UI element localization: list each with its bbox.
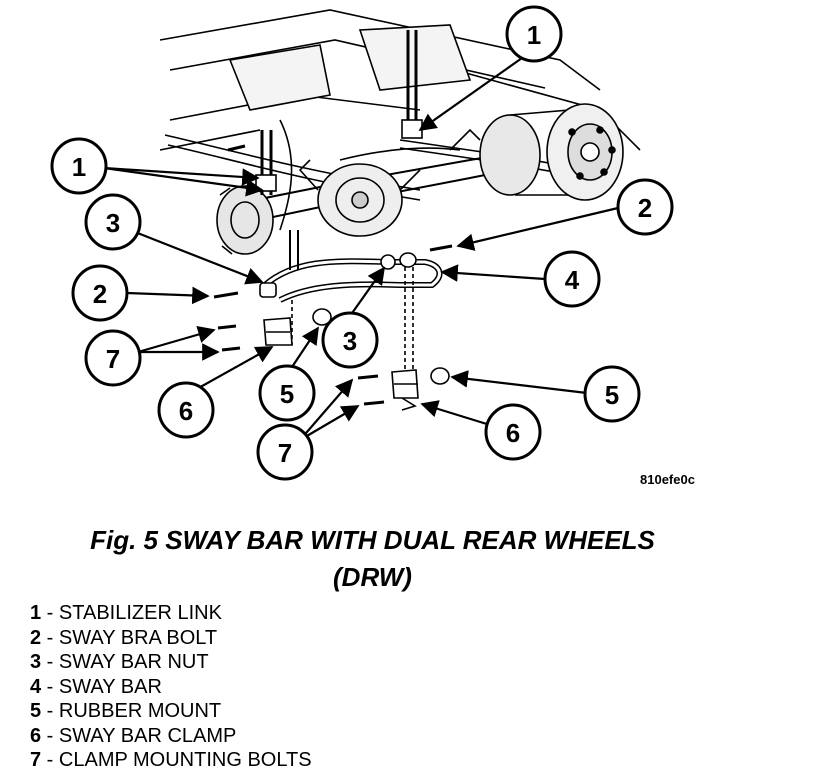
parts-legend: 1 - STABILIZER LINK 2 - SWAY BRA BOLT 3 … [30, 601, 312, 773]
leader-2-right [456, 206, 619, 251]
callout-2-left: 2 [71, 264, 129, 322]
leader-4 [440, 264, 546, 282]
callout-6-right: 6 [484, 403, 542, 461]
callout-3-center: 3 [321, 311, 379, 369]
legend-item: 5 - RUBBER MOUNT [30, 700, 222, 722]
legend-item: 2 - SWAY BRA BOLT [30, 626, 218, 649]
callout-5-right: 5 [583, 365, 641, 423]
leader-7-right-a [299, 378, 354, 441]
leader-5-right [450, 370, 588, 395]
leader-1-top [418, 57, 523, 132]
figure-caption: Fig. 5 SWAY BAR WITH DUAL REAR WHEELS [90, 525, 655, 555]
legend-item: 7 - CLAMP MOUNTING BOLTS [30, 749, 312, 771]
legend-item: 3 - SWAY BAR NUT [30, 651, 209, 673]
svg-text:6: 6 [506, 418, 520, 448]
leader-2-left [125, 286, 210, 305]
callout-1-left: 1 [50, 137, 108, 195]
callout-7-bottom: 7 [256, 423, 314, 481]
svg-text:5: 5 [280, 379, 294, 409]
leader-6-left [194, 346, 274, 391]
callout-1-top: 1 [505, 5, 563, 63]
svg-text:1: 1 [527, 20, 541, 50]
leader-3-left [134, 230, 264, 285]
svg-text:2: 2 [638, 193, 652, 223]
leader-5-left [289, 326, 319, 371]
figure-caption-subtitle: (DRW) [333, 562, 412, 592]
svg-text:3: 3 [106, 208, 120, 238]
leader-3-center [349, 266, 386, 317]
figure-code: 810efe0c [640, 472, 695, 487]
svg-text:1: 1 [72, 152, 86, 182]
leader-7-left-a [137, 325, 216, 354]
leader-6-right [420, 400, 491, 427]
callout-7-left: 7 [84, 329, 142, 387]
svg-text:6: 6 [179, 396, 193, 426]
callout-2-right: 2 [616, 178, 674, 236]
leader-1-left-b [103, 166, 264, 197]
svg-text:7: 7 [106, 344, 120, 374]
svg-text:5: 5 [605, 380, 619, 410]
legend-item: 6 - SWAY BAR CLAMP [30, 724, 237, 747]
svg-text:7: 7 [278, 438, 292, 468]
leader-7-right-b [299, 405, 360, 441]
leader-1-left-a [103, 166, 260, 186]
callout-5-left: 5 [258, 364, 316, 422]
legend-item: 1 - STABILIZER LINK [30, 602, 222, 624]
callout-6-left: 6 [157, 381, 215, 439]
vehicle-underbody-illustration [159, 9, 641, 411]
svg-text:4: 4 [565, 265, 580, 295]
svg-text:2: 2 [93, 279, 107, 309]
callouts: 1 1 2 2 3 3 4 [50, 5, 674, 481]
legend-item: 4 - SWAY BAR [30, 675, 162, 698]
svg-text:3: 3 [343, 326, 357, 356]
callout-4: 4 [543, 250, 601, 308]
callout-3-left: 3 [84, 193, 142, 251]
leader-lines [103, 57, 619, 441]
sway-bar-diagram: 1 1 2 2 3 3 4 [50, 5, 674, 481]
